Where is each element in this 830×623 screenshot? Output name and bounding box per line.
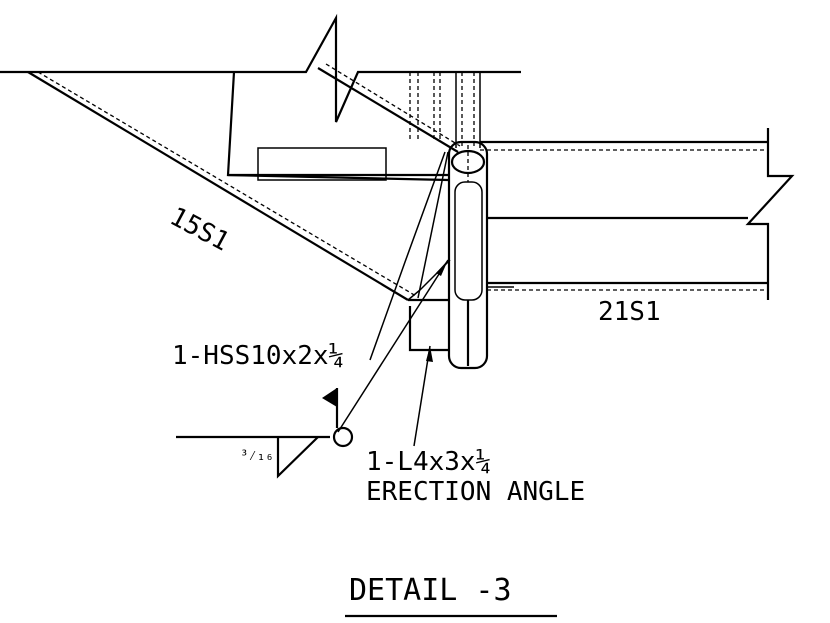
label-21s1: 21S1 bbox=[598, 297, 661, 327]
brace-15s1 bbox=[27, 63, 461, 301]
leader-lines bbox=[337, 151, 449, 447]
arrowhead bbox=[436, 260, 448, 276]
label-angle-size: 1-L4x3x¼ bbox=[366, 447, 491, 477]
flag-icon bbox=[322, 388, 337, 407]
label-15s1: 15S1 bbox=[165, 202, 234, 258]
erection-angle bbox=[408, 306, 448, 352]
beam-21s1 bbox=[480, 128, 795, 300]
weld-symbol bbox=[176, 388, 354, 479]
label-hss: 1-HSS10x2x¼ bbox=[172, 341, 344, 371]
weld-size-label: ³⁄₁₆ bbox=[240, 448, 274, 464]
arrowhead bbox=[426, 346, 433, 362]
label-erection-angle: ERECTION ANGLE bbox=[366, 477, 585, 507]
gusset-plate bbox=[226, 71, 450, 302]
column-hidden-lines bbox=[409, 72, 481, 148]
detail-title: DETAIL -3 bbox=[349, 573, 512, 608]
top-break-line bbox=[0, 13, 521, 123]
hss-member bbox=[447, 140, 489, 370]
